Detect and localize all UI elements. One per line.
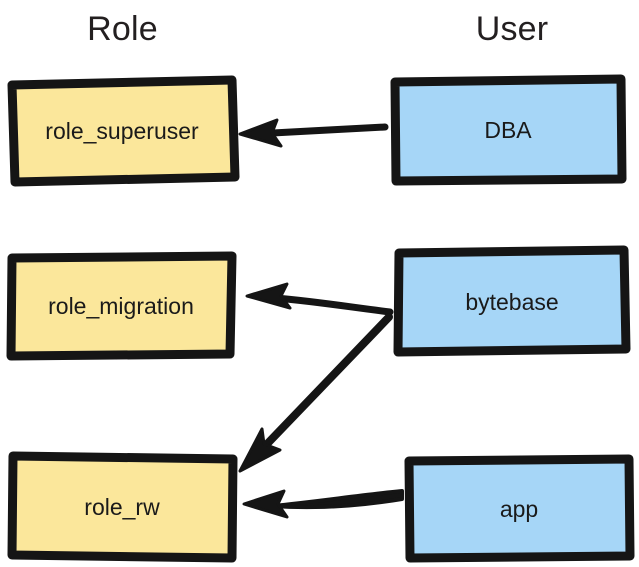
column-header-role: Role — [87, 10, 158, 48]
edge-dba-to-role-superuser — [238, 118, 389, 148]
edge-bytebase-to-role-rw — [238, 313, 393, 473]
node-role-migration[interactable]: role_migration — [4, 250, 238, 362]
column-header-user: User — [475, 10, 549, 48]
edge-bytebase-to-role-migration — [245, 282, 394, 316]
node-app[interactable]: app — [403, 454, 635, 564]
node-role-superuser[interactable]: role_superuser — [6, 75, 240, 187]
node-dba[interactable]: DBA — [388, 74, 628, 186]
edge-app-to-role-rw — [242, 489, 404, 519]
node-role-rw[interactable]: role_rw — [6, 450, 238, 564]
node-bytebase[interactable]: bytebase — [392, 245, 632, 358]
